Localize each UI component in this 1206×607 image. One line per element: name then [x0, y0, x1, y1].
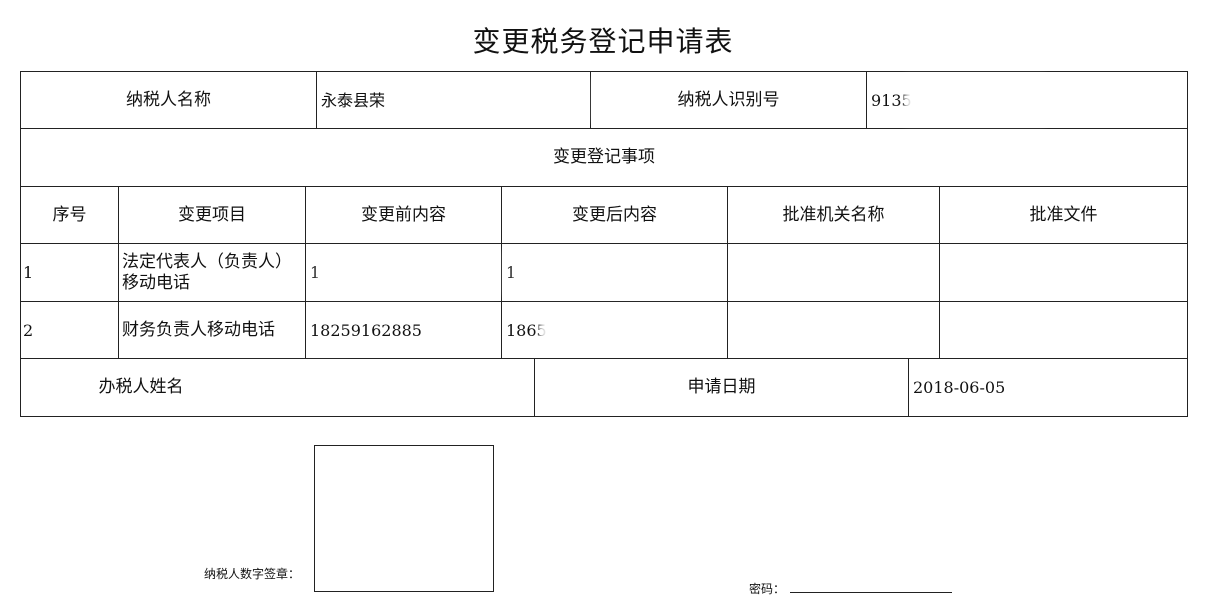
- grid-line: [20, 358, 1188, 359]
- taxpayer-name-label: 纳税人名称: [126, 89, 211, 110]
- password-input[interactable]: [790, 592, 952, 593]
- column-header-before: 变更前内容: [361, 204, 446, 225]
- column-header-document: 批准文件: [1029, 204, 1098, 225]
- grid-line: [20, 71, 21, 417]
- section-title: 变更登记事项: [553, 147, 655, 167]
- digital-signature-label: 纳税人数字签章：: [204, 567, 301, 581]
- grid-line: [20, 186, 1188, 187]
- password-label: 密码：: [749, 582, 786, 596]
- grid-line: [316, 71, 317, 129]
- grid-line: [534, 358, 535, 417]
- redaction: [514, 250, 714, 296]
- grid-line: [590, 71, 591, 129]
- redaction: [397, 78, 587, 122]
- grid-line: [20, 301, 1188, 302]
- row-index: 2: [23, 320, 34, 340]
- column-header-index: 序号: [52, 204, 87, 225]
- row-item: 财务负责人移动电话: [122, 319, 275, 340]
- grid-line: [20, 71, 1188, 72]
- column-header-after: 变更后内容: [572, 204, 657, 225]
- row-authority[interactable]: [728, 302, 939, 358]
- grid-line: [20, 128, 1188, 129]
- column-header-authority: 批准机关名称: [782, 204, 885, 225]
- row-after[interactable]: 1: [506, 263, 517, 282]
- grid-line: [305, 186, 306, 359]
- row-document[interactable]: [940, 244, 1187, 301]
- row-before[interactable]: 18259162885: [310, 320, 422, 340]
- apply-date-field[interactable]: 2018-06-05: [913, 378, 1006, 397]
- redaction: [905, 76, 1045, 124]
- grid-line: [118, 186, 119, 359]
- row-document[interactable]: [940, 302, 1187, 358]
- taxpayer-id-label: 纳税人识别号: [677, 89, 780, 110]
- grid-line: [501, 186, 502, 359]
- redaction: [540, 308, 700, 352]
- row-index: 1: [23, 263, 34, 282]
- form-title: 变更税务登记申请表: [472, 25, 734, 58]
- row-authority[interactable]: [728, 244, 939, 301]
- grid-line: [20, 243, 1188, 244]
- row-after[interactable]: 1865: [506, 320, 547, 340]
- redaction: [230, 364, 350, 410]
- redaction: [318, 250, 498, 296]
- grid-line: [939, 186, 940, 359]
- row-item: 法定代表人（负责人）移动电话: [122, 251, 292, 293]
- taxpayer-name-field[interactable]: 永泰县荣: [321, 90, 386, 110]
- row-before[interactable]: 1: [310, 263, 321, 282]
- grid-line: [908, 358, 909, 417]
- grid-line: [20, 416, 1188, 417]
- grid-line: [866, 71, 867, 129]
- digital-signature-box[interactable]: [314, 445, 494, 592]
- handler-name-label: 办税人姓名: [98, 377, 184, 397]
- apply-date-label: 申请日期: [687, 377, 756, 397]
- grid-line: [1187, 71, 1188, 417]
- column-header-item: 变更项目: [178, 204, 246, 225]
- taxpayer-id-field[interactable]: 9135: [871, 90, 912, 110]
- grid-line: [727, 186, 728, 359]
